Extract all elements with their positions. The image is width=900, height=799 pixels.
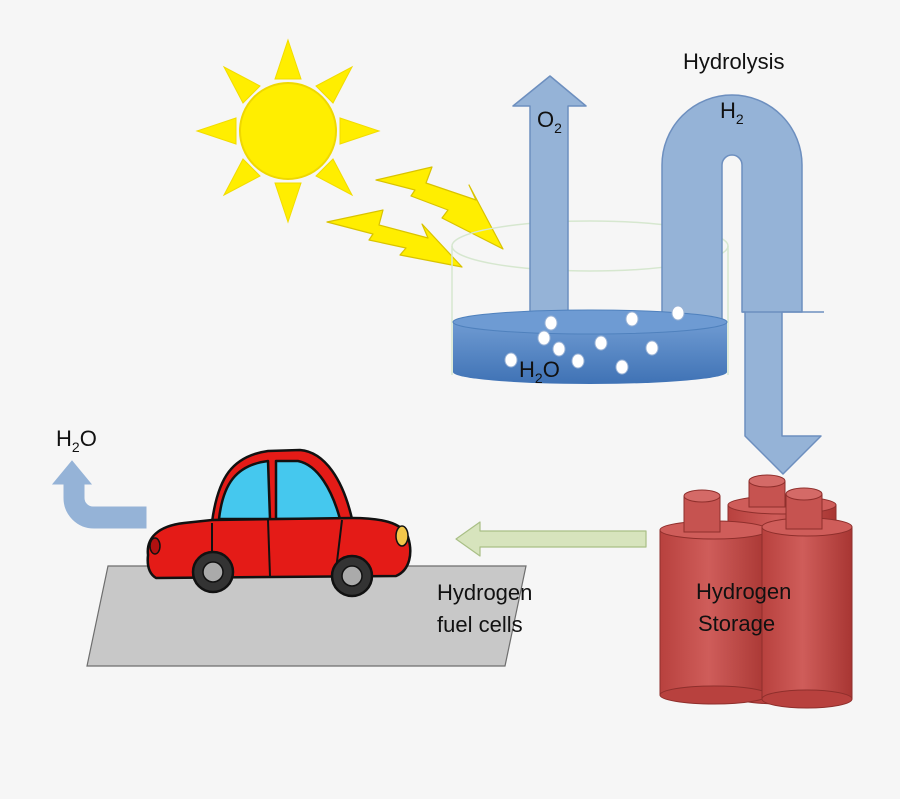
process-label: Hydrolysis — [683, 49, 784, 74]
lightning-bolt-icon — [326, 209, 463, 268]
exhaust-water-label: H2O — [56, 426, 97, 455]
bubble-icon — [594, 335, 608, 351]
bubble-icon — [571, 353, 585, 369]
water-exhaust-arrow — [51, 460, 147, 529]
oxygen-arrow — [512, 75, 587, 323]
bubble-icon — [552, 341, 566, 357]
storage-label-line2: Storage — [698, 611, 775, 636]
storage-label-line1: Hydrogen — [696, 579, 791, 604]
fuel-cells-label-line2: fuel cells — [437, 612, 523, 637]
bubble-icon — [671, 305, 685, 321]
bubble-icon — [504, 352, 518, 368]
fuel-transfer-arrow — [455, 521, 647, 557]
hydrogen-label: H2 — [720, 98, 744, 127]
beaker — [451, 220, 729, 375]
car-icon — [146, 448, 412, 598]
fuel-cells-label-line1: Hydrogen — [437, 580, 532, 605]
oxygen-label: O2 — [537, 107, 562, 136]
bubble-icon — [537, 330, 551, 346]
lightning-bolt-icon — [375, 166, 504, 250]
water — [452, 309, 728, 384]
hydrogen-tube-arrow — [661, 94, 824, 475]
water-label: H2O — [519, 357, 560, 386]
hydrogen-tank-icon — [659, 474, 853, 709]
bubble-icon — [625, 311, 639, 327]
bubble-icon — [645, 340, 659, 356]
sun-icon — [195, 38, 381, 224]
bubbles — [504, 305, 685, 375]
bubble-icon — [544, 315, 558, 331]
bubble-icon — [615, 359, 629, 375]
